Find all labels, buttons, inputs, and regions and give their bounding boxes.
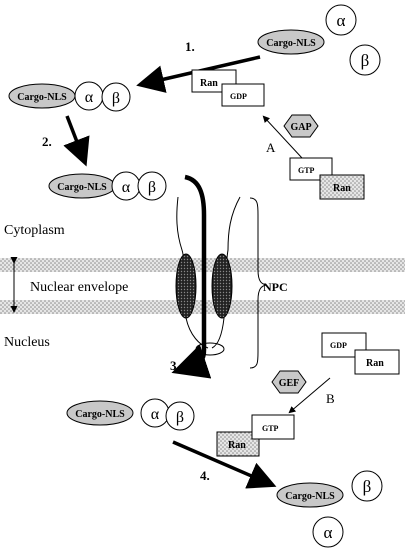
npc-brace (249, 197, 267, 369)
gdp-top-label: GDP (230, 92, 247, 101)
ran-gdp-top: Ran GDP (191, 69, 265, 107)
gef-label: GEF (279, 378, 300, 389)
pore-ring (195, 342, 225, 356)
step-4-arrow (172, 440, 277, 489)
step-4-label: 4. (200, 468, 210, 483)
ran-box-top-2 (319, 174, 365, 200)
released-alpha: α (312, 516, 344, 548)
import-complex-3: Cargo-NLS α β (66, 398, 195, 431)
cargo-nls-top: Cargo-NLS (257, 29, 325, 55)
cytoplasm-label: Cytoplasm (4, 223, 65, 238)
pathway-b-arrow (288, 377, 331, 414)
alpha-top: α (337, 11, 346, 30)
free-importin-beta-top: β (349, 44, 381, 76)
step-2-label: 2. (42, 134, 52, 149)
transport-path (171, 174, 212, 379)
ran-top-2-label: Ran (333, 183, 351, 194)
gef-hexagon: GEF (271, 370, 307, 394)
cargo-nls-1-label: Cargo-NLS (17, 92, 67, 103)
gtp-nucleus-label: GTP (262, 424, 279, 433)
nuclear-pore-complex (175, 196, 267, 369)
released-beta: β (351, 470, 383, 502)
alpha-1: α (85, 89, 94, 106)
ran-nucleus-2-label: Ran (228, 440, 246, 451)
gtp-box-nucleus (251, 414, 295, 440)
ran-top-label: Ran (200, 78, 218, 89)
cargo-nls-3-label: Cargo-NLS (75, 409, 125, 420)
ran-gtp-nucleus: Ran GTP (216, 414, 295, 457)
ran-gtp-top: GTP Ran (289, 157, 365, 200)
pore-density-right (211, 253, 233, 319)
nuclear-envelope-label: Nuclear envelope (30, 280, 128, 295)
import-complex-2: Cargo-NLS α β (48, 171, 167, 201)
alpha-4: α (324, 523, 333, 542)
step-1-label: 1. (185, 39, 195, 54)
beta-2: β (148, 179, 156, 196)
ran-gdp-nucleus: GDP Ran (321, 332, 400, 375)
gdp-box-top (221, 83, 265, 107)
nucleus-label: Nucleus (4, 335, 50, 350)
step-3-label: 3. (170, 358, 180, 373)
import-complex-1: Cargo-NLS α β (8, 81, 131, 112)
beta-top: β (361, 51, 370, 70)
gtp-top-label: GTP (298, 166, 315, 175)
beta-3: β (176, 409, 184, 426)
pore-density-left (175, 253, 197, 319)
beta-1: β (112, 90, 120, 107)
ran-box-nucleus (354, 349, 400, 375)
alpha-2: α (122, 179, 131, 196)
ran-nucleus-label: Ran (366, 358, 384, 369)
beta-4: β (363, 477, 372, 496)
step-2-arrow (63, 115, 90, 167)
pathway-a-arrow (262, 115, 303, 159)
cargo-nls-2-label: Cargo-NLS (57, 182, 107, 193)
npc-label: NPC (263, 280, 288, 294)
pathway-b-label: B (326, 391, 335, 406)
cargo-nls-top-label: Cargo-NLS (266, 38, 316, 49)
released-cargo: Cargo-NLS (276, 482, 344, 508)
gdp-nucleus-label: GDP (330, 341, 347, 350)
alpha-3: α (151, 406, 160, 423)
free-importin-alpha-top: α (325, 4, 357, 36)
cargo-nls-4-label: Cargo-NLS (285, 491, 335, 502)
pathway-a-label: A (266, 140, 276, 155)
gap-label: GAP (290, 122, 311, 133)
gap-hexagon: GAP (283, 114, 319, 138)
